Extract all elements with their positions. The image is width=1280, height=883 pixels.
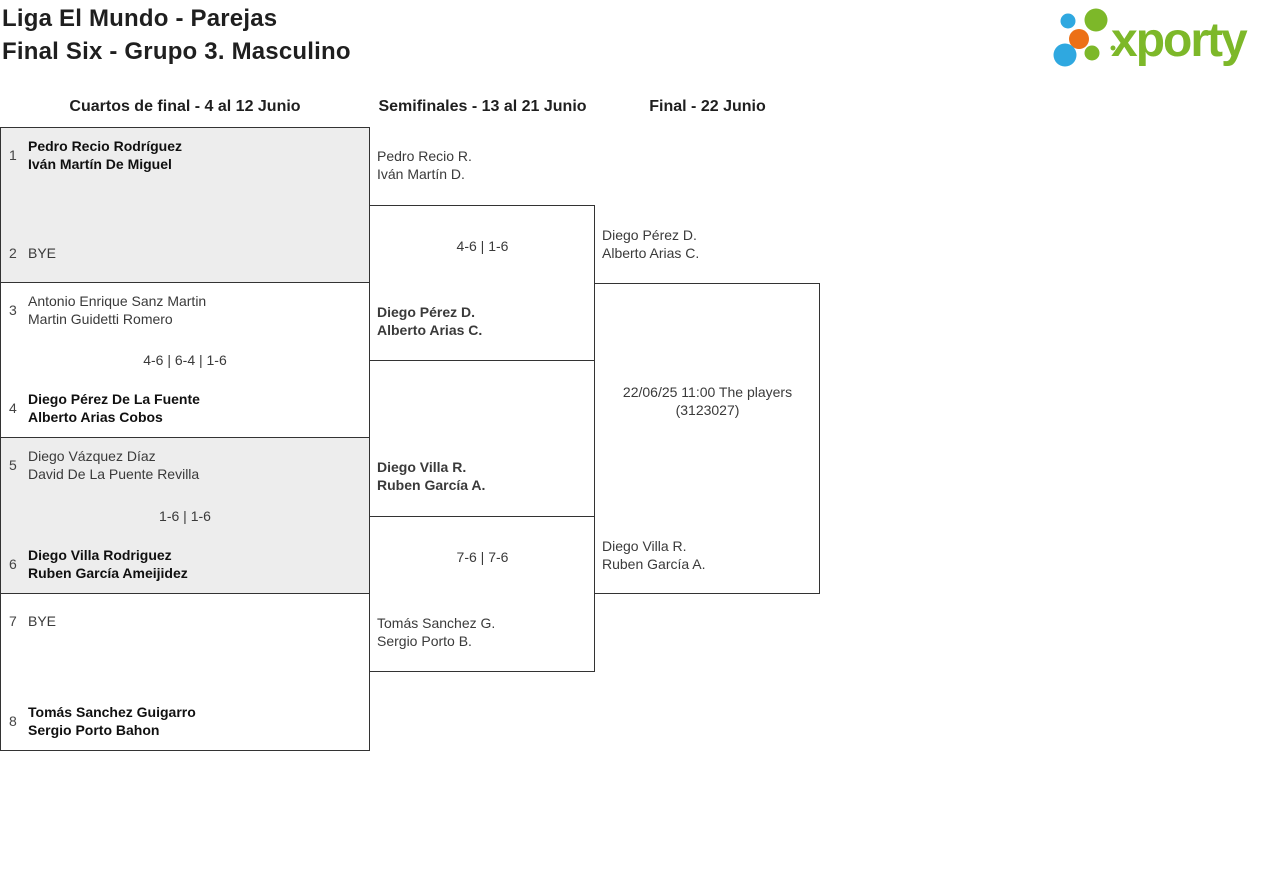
team-name-line: Iván Martín D. xyxy=(377,166,465,182)
team-name-line: Diego Pérez D. xyxy=(377,304,476,320)
final-schedule-datetime: 22/06/25 11:00 The players xyxy=(622,384,793,400)
team-pair: Diego Pérez De La Fuente Alberto Arias C… xyxy=(28,390,200,426)
logo-wordmark: xporty xyxy=(1111,14,1248,67)
logo-dot xyxy=(1060,13,1076,29)
team-row: 6 Diego Villa Rodriguez Ruben García Ame… xyxy=(1,546,369,582)
team-pair: Diego Pérez D. Alberto Arias C. xyxy=(602,226,699,262)
final-schedule: 22/06/25 11:00 The players (3123027) xyxy=(595,383,820,419)
team-name-line: Diego Villa R. xyxy=(377,459,467,475)
team-row: 4 Diego Pérez De La Fuente Alberto Arias… xyxy=(1,390,369,426)
team-pair: Diego Vázquez Díaz David De La Puente Re… xyxy=(28,447,199,483)
team-pair: Pedro Recio Rodríguez Iván Martín De Mig… xyxy=(28,137,182,173)
team-pair: Diego Pérez D. Alberto Arias C. xyxy=(377,303,482,339)
xporty-logo[interactable]: xporty xyxy=(1043,4,1275,76)
seed-number: 4 xyxy=(9,400,17,416)
team-name-line: Pedro Recio R. xyxy=(377,148,472,164)
team-pair: Diego Villa Rodriguez Ruben García Ameij… xyxy=(28,546,188,582)
team-name-line: Diego Villa Rodriguez xyxy=(28,547,172,563)
logo-dot xyxy=(1084,45,1100,61)
team-pair: Diego Villa R. Ruben García A. xyxy=(602,537,706,573)
team-row: 2 BYE xyxy=(1,235,369,271)
team-name-line: BYE xyxy=(28,245,57,261)
logo-dot xyxy=(1069,29,1089,49)
team-name-line: Alberto Arias C. xyxy=(602,245,700,261)
quarterfinal-match-4: 7 BYE 8 Tomás Sanchez Guigarro Sergio Po… xyxy=(0,593,370,751)
team-row: 5 Diego Vázquez Díaz David De La Puente … xyxy=(1,447,369,483)
page-title: Liga El Mundo - Parejas Final Six - Grup… xyxy=(2,2,351,68)
quarterfinal-match-2: 3 Antonio Enrique Sanz Martin Martin Gui… xyxy=(0,282,370,438)
team-name-line: Diego Pérez De La Fuente xyxy=(28,391,200,407)
semifinal-match-2-box xyxy=(369,516,595,672)
team-row: 1 Pedro Recio Rodríguez Iván Martín De M… xyxy=(1,137,369,173)
match-score: 1-6 | 1-6 xyxy=(159,507,211,524)
seed-number: 7 xyxy=(9,613,17,629)
team-name-line: Ruben García Ameijidez xyxy=(28,565,188,581)
team-name-line: Pedro Recio Rodríguez xyxy=(28,138,183,154)
page-title-line1: Liga El Mundo - Parejas xyxy=(2,5,278,32)
team-row: 7 BYE xyxy=(1,603,369,639)
team-row: 3 Antonio Enrique Sanz Martin Martin Gui… xyxy=(1,292,369,328)
team-name-line: Iván Martín De Miguel xyxy=(28,156,172,172)
logo-dot xyxy=(1084,8,1108,32)
logo-dot xyxy=(1110,45,1116,51)
team-name-line: Sergio Porto Bahon xyxy=(28,722,160,738)
team-name-line: Sergio Porto B. xyxy=(377,633,472,649)
round-header-semifinals: Semifinales - 13 al 21 Junio xyxy=(378,98,587,115)
team-name-line: David De La Puente Revilla xyxy=(28,466,200,482)
team-name-line: Alberto Arias C. xyxy=(377,322,483,338)
team-name-line: Tomás Sanchez G. xyxy=(377,615,496,631)
team-name-line: Diego Villa R. xyxy=(602,538,687,554)
match-score: 4-6 | 6-4 | 1-6 xyxy=(143,352,227,368)
team-name-line: Tomás Sanchez Guigarro xyxy=(28,704,196,720)
page-title-line2: Final Six - Grupo 3. Masculino xyxy=(2,38,351,65)
seed-number: 8 xyxy=(9,713,17,729)
final-schedule-court: (3123027) xyxy=(675,402,740,418)
team-pair: BYE xyxy=(28,244,56,262)
team-name-line: Antonio Enrique Sanz Martin xyxy=(28,293,207,309)
round-header-final: Final - 22 Junio xyxy=(649,98,766,115)
match-score: 7-6 | 7-6 xyxy=(456,549,509,565)
team-name-line: Ruben García A. xyxy=(377,477,486,493)
seed-number: 5 xyxy=(9,457,17,473)
round-header-quarterfinals: Cuartos de final - 4 al 12 Junio xyxy=(69,98,301,115)
logo-dot xyxy=(1053,43,1077,67)
team-pair: Diego Villa R. Ruben García A. xyxy=(377,458,485,494)
team-row: 8 Tomás Sanchez Guigarro Sergio Porto Ba… xyxy=(1,703,369,739)
team-pair: Tomás Sanchez Guigarro Sergio Porto Baho… xyxy=(28,703,196,739)
team-name-line: BYE xyxy=(28,613,57,629)
quarterfinal-match-3: 5 Diego Vázquez Díaz David De La Puente … xyxy=(0,437,370,594)
team-name-line: Diego Vázquez Díaz xyxy=(28,448,156,464)
team-pair: Tomás Sanchez G. Sergio Porto B. xyxy=(377,614,495,650)
seed-number: 1 xyxy=(9,147,17,163)
team-name-line: Ruben García A. xyxy=(602,556,706,572)
seed-number: 3 xyxy=(9,302,17,318)
team-pair: Pedro Recio R. Iván Martín D. xyxy=(377,147,472,183)
final-match-box xyxy=(594,283,820,594)
team-name-line: Martin Guidetti Romero xyxy=(28,311,173,327)
seed-number: 2 xyxy=(9,245,17,261)
logo-dots-icon xyxy=(1053,8,1116,67)
team-pair: BYE xyxy=(28,612,56,630)
seed-number: 6 xyxy=(9,556,17,572)
quarterfinal-match-1: 1 Pedro Recio Rodríguez Iván Martín De M… xyxy=(0,127,370,283)
team-name-line: Alberto Arias Cobos xyxy=(28,409,163,425)
team-pair: Antonio Enrique Sanz Martin Martin Guide… xyxy=(28,292,206,328)
team-name-line: Diego Pérez D. xyxy=(602,227,697,243)
match-score: 4-6 | 1-6 xyxy=(456,238,509,254)
